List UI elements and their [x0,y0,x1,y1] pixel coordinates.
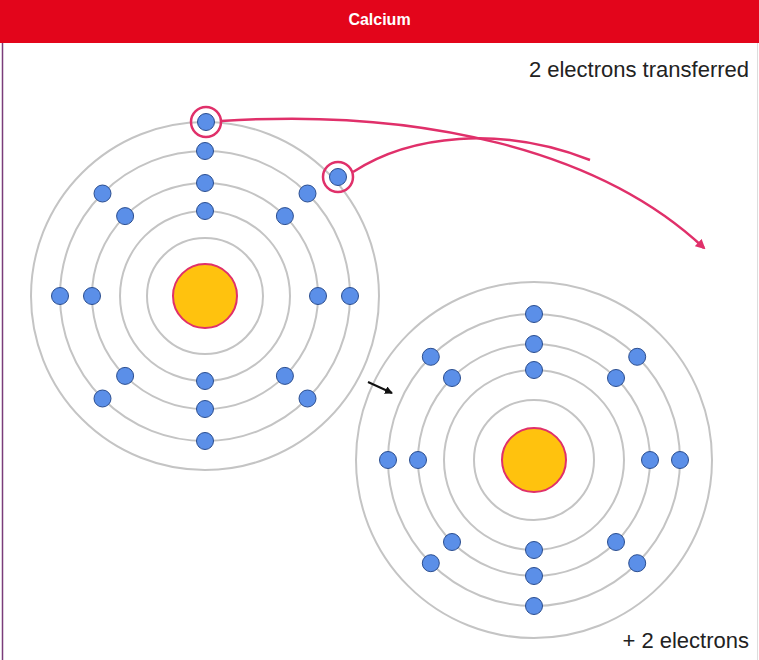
electron [117,208,134,225]
electron [197,175,214,192]
panel-border [757,43,758,660]
shell-ring [31,122,379,470]
pointer-arrow [368,382,392,393]
electron [422,348,439,365]
electron [410,452,427,469]
highlight-ring [191,107,221,137]
shell-ring [418,344,650,576]
shell-ring [444,370,624,550]
electron [94,185,111,202]
electron [422,555,439,572]
electron [197,433,214,450]
electron [198,114,215,131]
panel-border [2,43,4,660]
electron [299,185,316,202]
transfer-arrow [221,119,704,248]
highlight-ring [323,162,353,192]
transfer-arrow [353,138,590,172]
electron [342,288,359,305]
electron [642,452,659,469]
annotation-label: + 2 electrons [622,628,749,654]
electron [276,208,293,225]
electron-shells [31,122,712,638]
electron [526,362,543,379]
electron [117,367,134,384]
shell-ring [147,238,263,354]
electron [197,203,214,220]
electron [330,169,347,186]
shell-ring [60,151,350,441]
electrons [52,114,689,615]
electron [526,568,543,585]
electron [197,401,214,418]
header-title: Calcium [0,11,759,29]
electron [276,367,293,384]
electron [608,534,625,551]
electron [94,390,111,407]
electron [380,452,397,469]
electron [444,534,461,551]
electron [672,452,689,469]
nucleus [502,428,566,492]
electron [84,288,101,305]
electron [299,390,316,407]
electron [629,555,646,572]
electron [197,373,214,390]
electron [444,370,461,387]
shell-ring [92,183,318,409]
shell-ring [474,400,594,520]
electron [52,288,69,305]
electron [526,306,543,323]
electron [310,288,327,305]
electron [608,370,625,387]
shell-ring [356,282,712,638]
electron [526,598,543,615]
electron [629,348,646,365]
annotation-label: 2 electrons transferred [529,57,749,83]
electron [197,143,214,160]
nucleus [173,264,237,328]
electron [526,336,543,353]
shell-ring [120,211,290,381]
shell-ring [388,314,680,606]
electron [526,542,543,559]
